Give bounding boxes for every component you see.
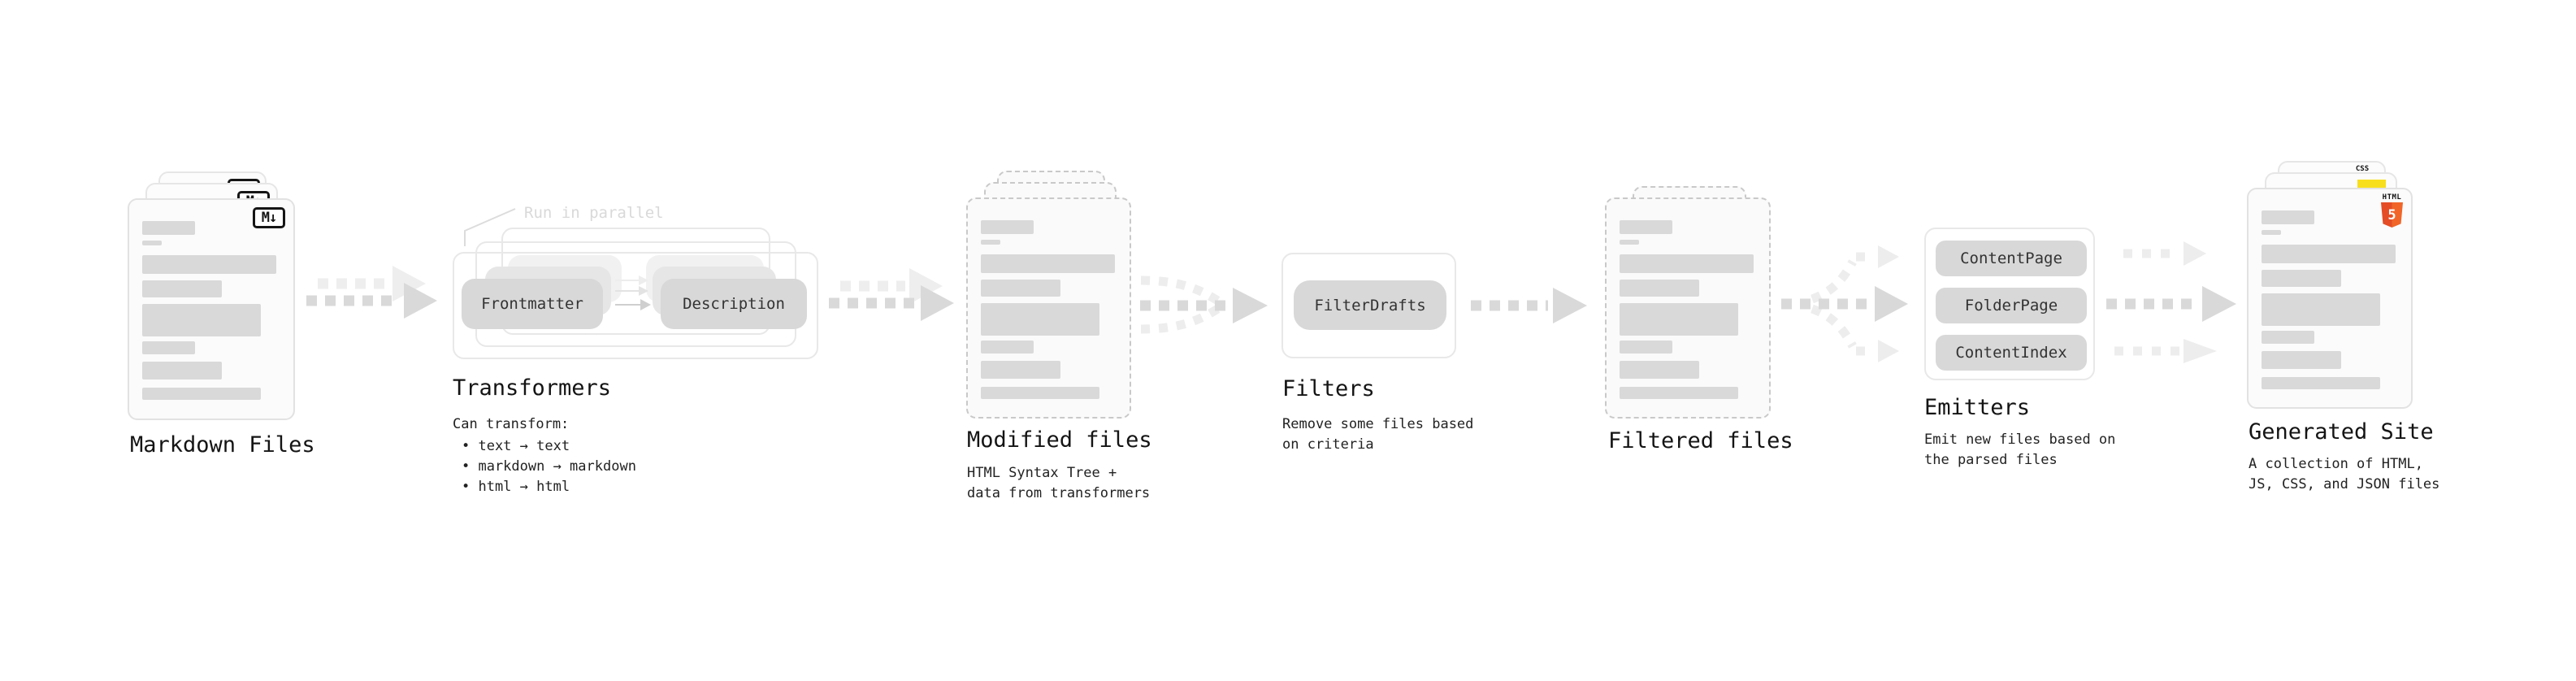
arrow-markdown-to-transformers [306,266,437,319]
text-placeholder-line [142,341,195,354]
text-placeholder-line [981,254,1115,273]
bullet-item: • text → text [462,438,570,454]
file-card: M↓ [128,198,295,420]
emitter-pill-folderpage: FolderPage [1936,288,2087,323]
stage-title: Filtered files [1608,428,1793,453]
text-placeholder-line [2262,293,2380,326]
arrow-filters-to-filtered [1471,288,1587,323]
stage-emitters: ContentPage FolderPage ContentIndex Emit… [1924,228,2136,479]
text-placeholder-line [2262,331,2314,344]
stage-filtered-files: Filtered files [1605,186,1808,462]
stage-caption-line: Remove some files based [1282,416,1474,432]
stage-transformers: Run in parallel Frontmatter Description … [453,203,835,504]
text-placeholder-line [2262,270,2341,287]
text-placeholder-line [142,388,261,400]
text-placeholder-line [981,303,1099,336]
css-label: CSS [2355,165,2370,173]
text-placeholder-line [2262,230,2281,235]
file-card [1605,197,1771,419]
stage-generated-site: CSS HTML 5 Generated Site A collection o… [2247,161,2474,510]
bullet-item: • markdown → markdown [462,458,636,475]
html-label: HTML [2382,193,2402,202]
stage-caption-line: Emit new files based on [1924,432,2116,448]
transform-bullet-list: • text → text • markdown → markdown • ht… [462,436,636,497]
stage-markdown-files: M↓ M↓ M↓ Markdown Files [128,171,323,464]
text-placeholder-line [2262,245,2396,263]
file-card [966,197,1131,419]
text-placeholder-line [142,241,162,245]
text-placeholder-line [142,255,276,274]
arrow-transformers-to-modified [829,268,954,321]
transformer-pill-frontmatter: Frontmatter [462,279,603,329]
markdown-icon: M↓ [253,207,285,228]
stage-title: Modified files [967,427,1152,453]
text-placeholder-line [1620,220,1672,234]
text-placeholder-line [1620,240,1639,245]
stage-caption-line: Can transform: [453,416,570,432]
css3-icon: CSS [2350,166,2374,173]
emitters-box: ContentPage FolderPage ContentIndex [1924,228,2095,380]
emitter-pill-contentpage: ContentPage [1936,241,2087,276]
text-placeholder-line [981,220,1034,234]
stage-title: Generated Site [2249,419,2434,445]
text-placeholder-line [981,240,1000,245]
filters-box: FilterDrafts [1281,253,1456,358]
text-placeholder-line [142,362,222,380]
text-placeholder-line [2262,377,2380,389]
file-card: HTML 5 [2247,188,2413,409]
stage-title: Filters [1282,376,1375,401]
transformer-pill-description: Description [661,279,807,329]
transformer-layer-front [453,252,818,359]
stage-caption-line: JS, CSS, and JSON files [2249,476,2440,492]
text-placeholder-line [1620,303,1738,336]
text-placeholder-line [1620,361,1699,379]
text-placeholder-line [981,340,1034,354]
text-placeholder-line [1620,280,1699,297]
stage-caption-line: HTML Syntax Tree + [967,465,1117,481]
emitter-pill-contentindex: ContentIndex [1936,335,2087,371]
text-placeholder-line [1620,387,1738,399]
stage-modified-files: Modified files HTML Syntax Tree + data f… [966,171,1161,512]
text-placeholder-line [1620,340,1672,354]
text-placeholder-line [142,221,195,235]
run-in-parallel-note: Run in parallel [524,204,664,222]
stage-caption-line: the parsed files [1924,452,2058,468]
stage-title: Markdown Files [130,432,315,458]
stage-caption-line: on criteria [1282,436,1374,453]
stage-title: Emitters [1924,395,2031,420]
stage-caption-line: data from transformers [967,485,1151,501]
bullet-item: • html → html [462,479,570,495]
text-placeholder-line [981,387,1099,399]
text-placeholder-line [2262,351,2341,369]
text-placeholder-line [142,304,261,336]
stage-caption-line: A collection of HTML, [2249,456,2423,472]
text-placeholder-line [2262,210,2314,224]
text-placeholder-line [1620,254,1754,273]
stage-filters: FilterDrafts Filters Remove some files b… [1281,253,1485,472]
html5-icon: HTML 5 [2381,194,2403,228]
text-placeholder-line [142,280,222,297]
stage-title: Transformers [453,375,612,401]
filter-pill-filterdrafts: FilterDrafts [1294,280,1446,330]
html5-shield: 5 [2381,202,2403,228]
text-placeholder-line [981,361,1060,379]
text-placeholder-line [981,280,1060,297]
